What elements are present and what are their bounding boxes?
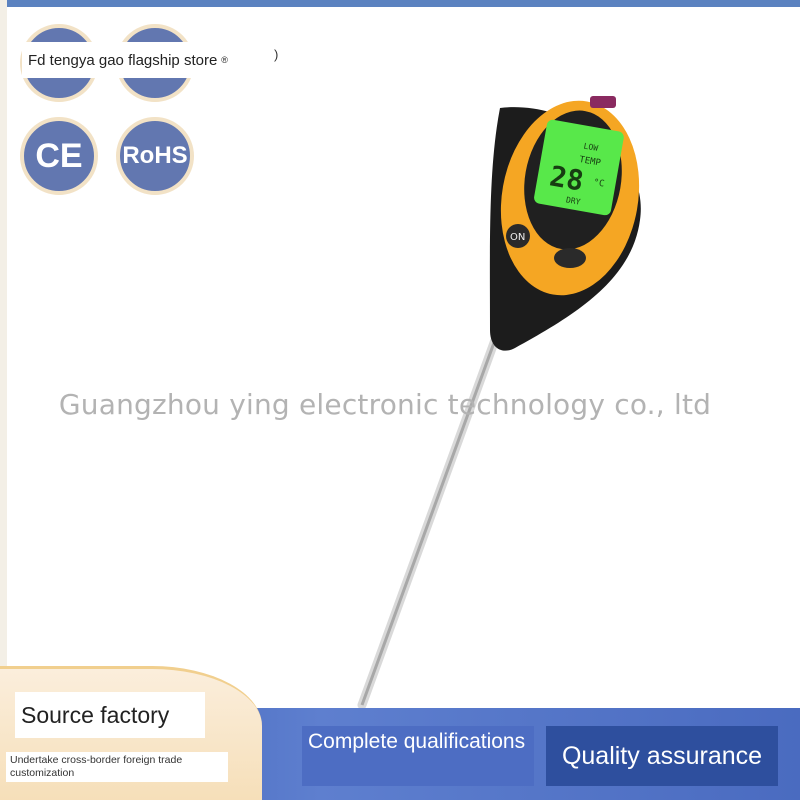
source-factory-title: Source factory bbox=[15, 692, 205, 738]
on-button-label: ON bbox=[510, 232, 525, 243]
on-button[interactable] bbox=[506, 224, 530, 248]
lcd-unit: °C bbox=[593, 178, 605, 190]
soil-meter-illustration: LOW TEMP 28 °C DRY ON bbox=[357, 96, 641, 710]
store-name-tail: ) bbox=[274, 47, 279, 62]
source-factory-subtitle: Undertake cross-border foreign trade cus… bbox=[6, 752, 228, 782]
registered-mark: ® bbox=[221, 55, 228, 65]
store-name-banner: Fd tengya gao flagship store ® bbox=[22, 42, 274, 78]
left-border-strip bbox=[0, 0, 7, 800]
lcd-low: LOW bbox=[583, 142, 599, 153]
company-watermark: Guangzhou ying electronic technology co.… bbox=[58, 388, 712, 421]
store-name: Fd tengya gao flagship store bbox=[28, 51, 218, 69]
rohs-badge-label: RoHS bbox=[122, 142, 188, 169]
lcd-screen bbox=[534, 119, 624, 216]
qualifications-label: Complete qualifications bbox=[302, 726, 534, 786]
mode-button[interactable] bbox=[554, 248, 586, 268]
ce-badge: CE bbox=[20, 117, 98, 195]
quality-assurance-label: Quality assurance bbox=[546, 726, 778, 786]
top-accent-strip bbox=[0, 0, 800, 7]
top-connector bbox=[590, 96, 616, 108]
rohs-badge: RoHS bbox=[116, 117, 194, 195]
lcd-dry: DRY bbox=[565, 195, 581, 206]
lcd-temp: TEMP bbox=[578, 155, 602, 169]
lcd-value: 28 bbox=[547, 159, 586, 197]
ce-badge-label: CE bbox=[35, 136, 83, 175]
metal-probe-highlight bbox=[360, 339, 497, 706]
